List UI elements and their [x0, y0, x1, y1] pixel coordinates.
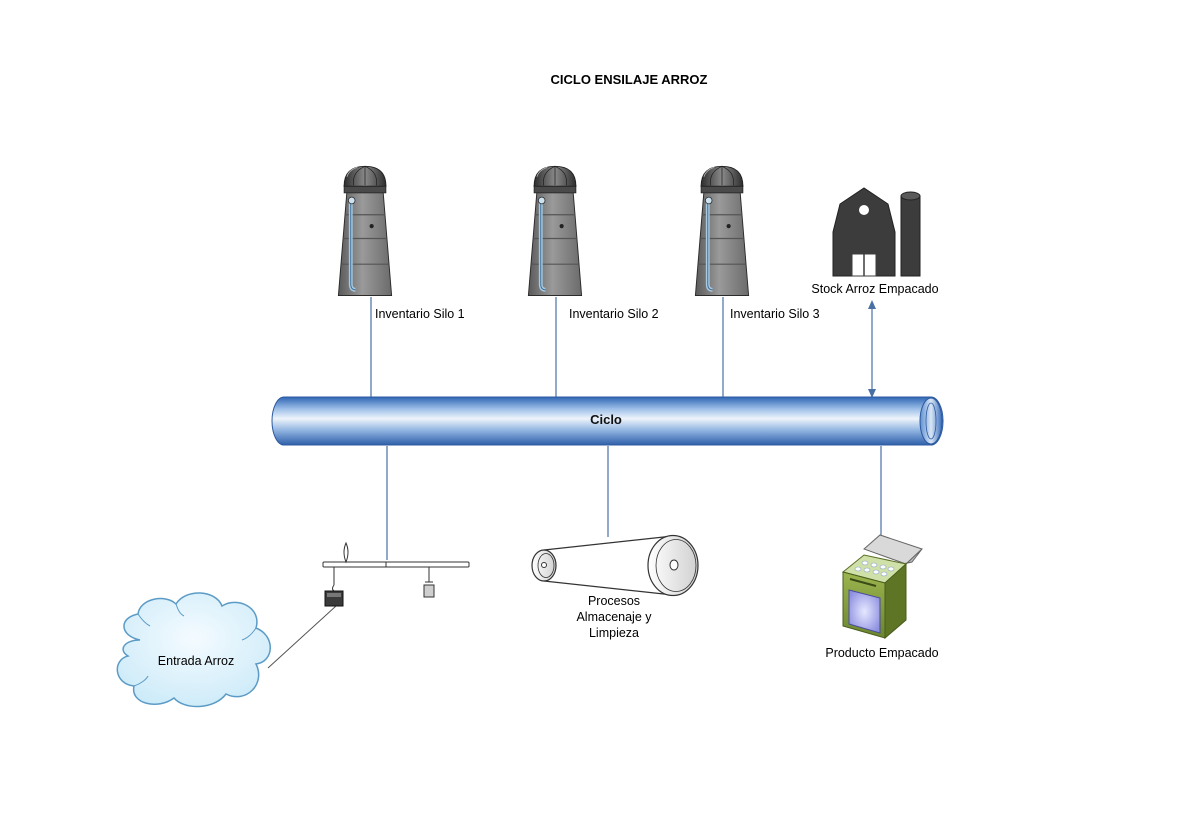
silo-icon — [526, 164, 584, 298]
bus-label: Ciclo — [590, 412, 622, 427]
product-node: Producto Empacado — [825, 534, 939, 660]
silo3-label: Inventario Silo 3 — [730, 307, 820, 321]
diagram-title: CICLO ENSILAJE ARROZ — [551, 72, 708, 87]
silo-icon — [336, 164, 394, 298]
connectors — [267, 297, 882, 669]
silo-node-3: Inventario Silo 3 — [693, 164, 820, 321]
scale-node — [322, 541, 470, 607]
arrowhead-up-icon — [868, 300, 876, 309]
entrada-node: Entrada Arroz — [116, 592, 271, 708]
bus-cylinder: Ciclo — [271, 396, 944, 446]
product-label: Producto Empacado — [825, 646, 938, 660]
processes-label-line-3: Limpieza — [589, 626, 639, 640]
barn-icon — [832, 187, 921, 277]
processes-label-line-2: Almacenaje y — [576, 610, 652, 624]
silo1-label: Inventario Silo 1 — [375, 307, 465, 321]
processes-label-line-1: Procesos — [588, 594, 640, 608]
silo-node-1: Inventario Silo 1 — [336, 164, 465, 321]
silo-icon — [693, 164, 751, 298]
silo2-label: Inventario Silo 2 — [569, 307, 659, 321]
processes-node: Procesos Almacenaje y Limpieza — [531, 534, 699, 640]
arrowhead-down-icon — [868, 389, 876, 398]
cloud-icon — [116, 592, 271, 708]
connector-entrada — [267, 605, 337, 669]
entrada-label: Entrada Arroz — [158, 654, 234, 668]
pulley-belt-icon — [531, 534, 699, 597]
stock-node: Stock Arroz Empacado — [811, 187, 939, 296]
package-box-icon — [841, 534, 923, 640]
silo-node-2: Inventario Silo 2 — [526, 164, 659, 321]
stock-label: Stock Arroz Empacado — [811, 282, 938, 296]
scale-icon — [322, 541, 470, 607]
